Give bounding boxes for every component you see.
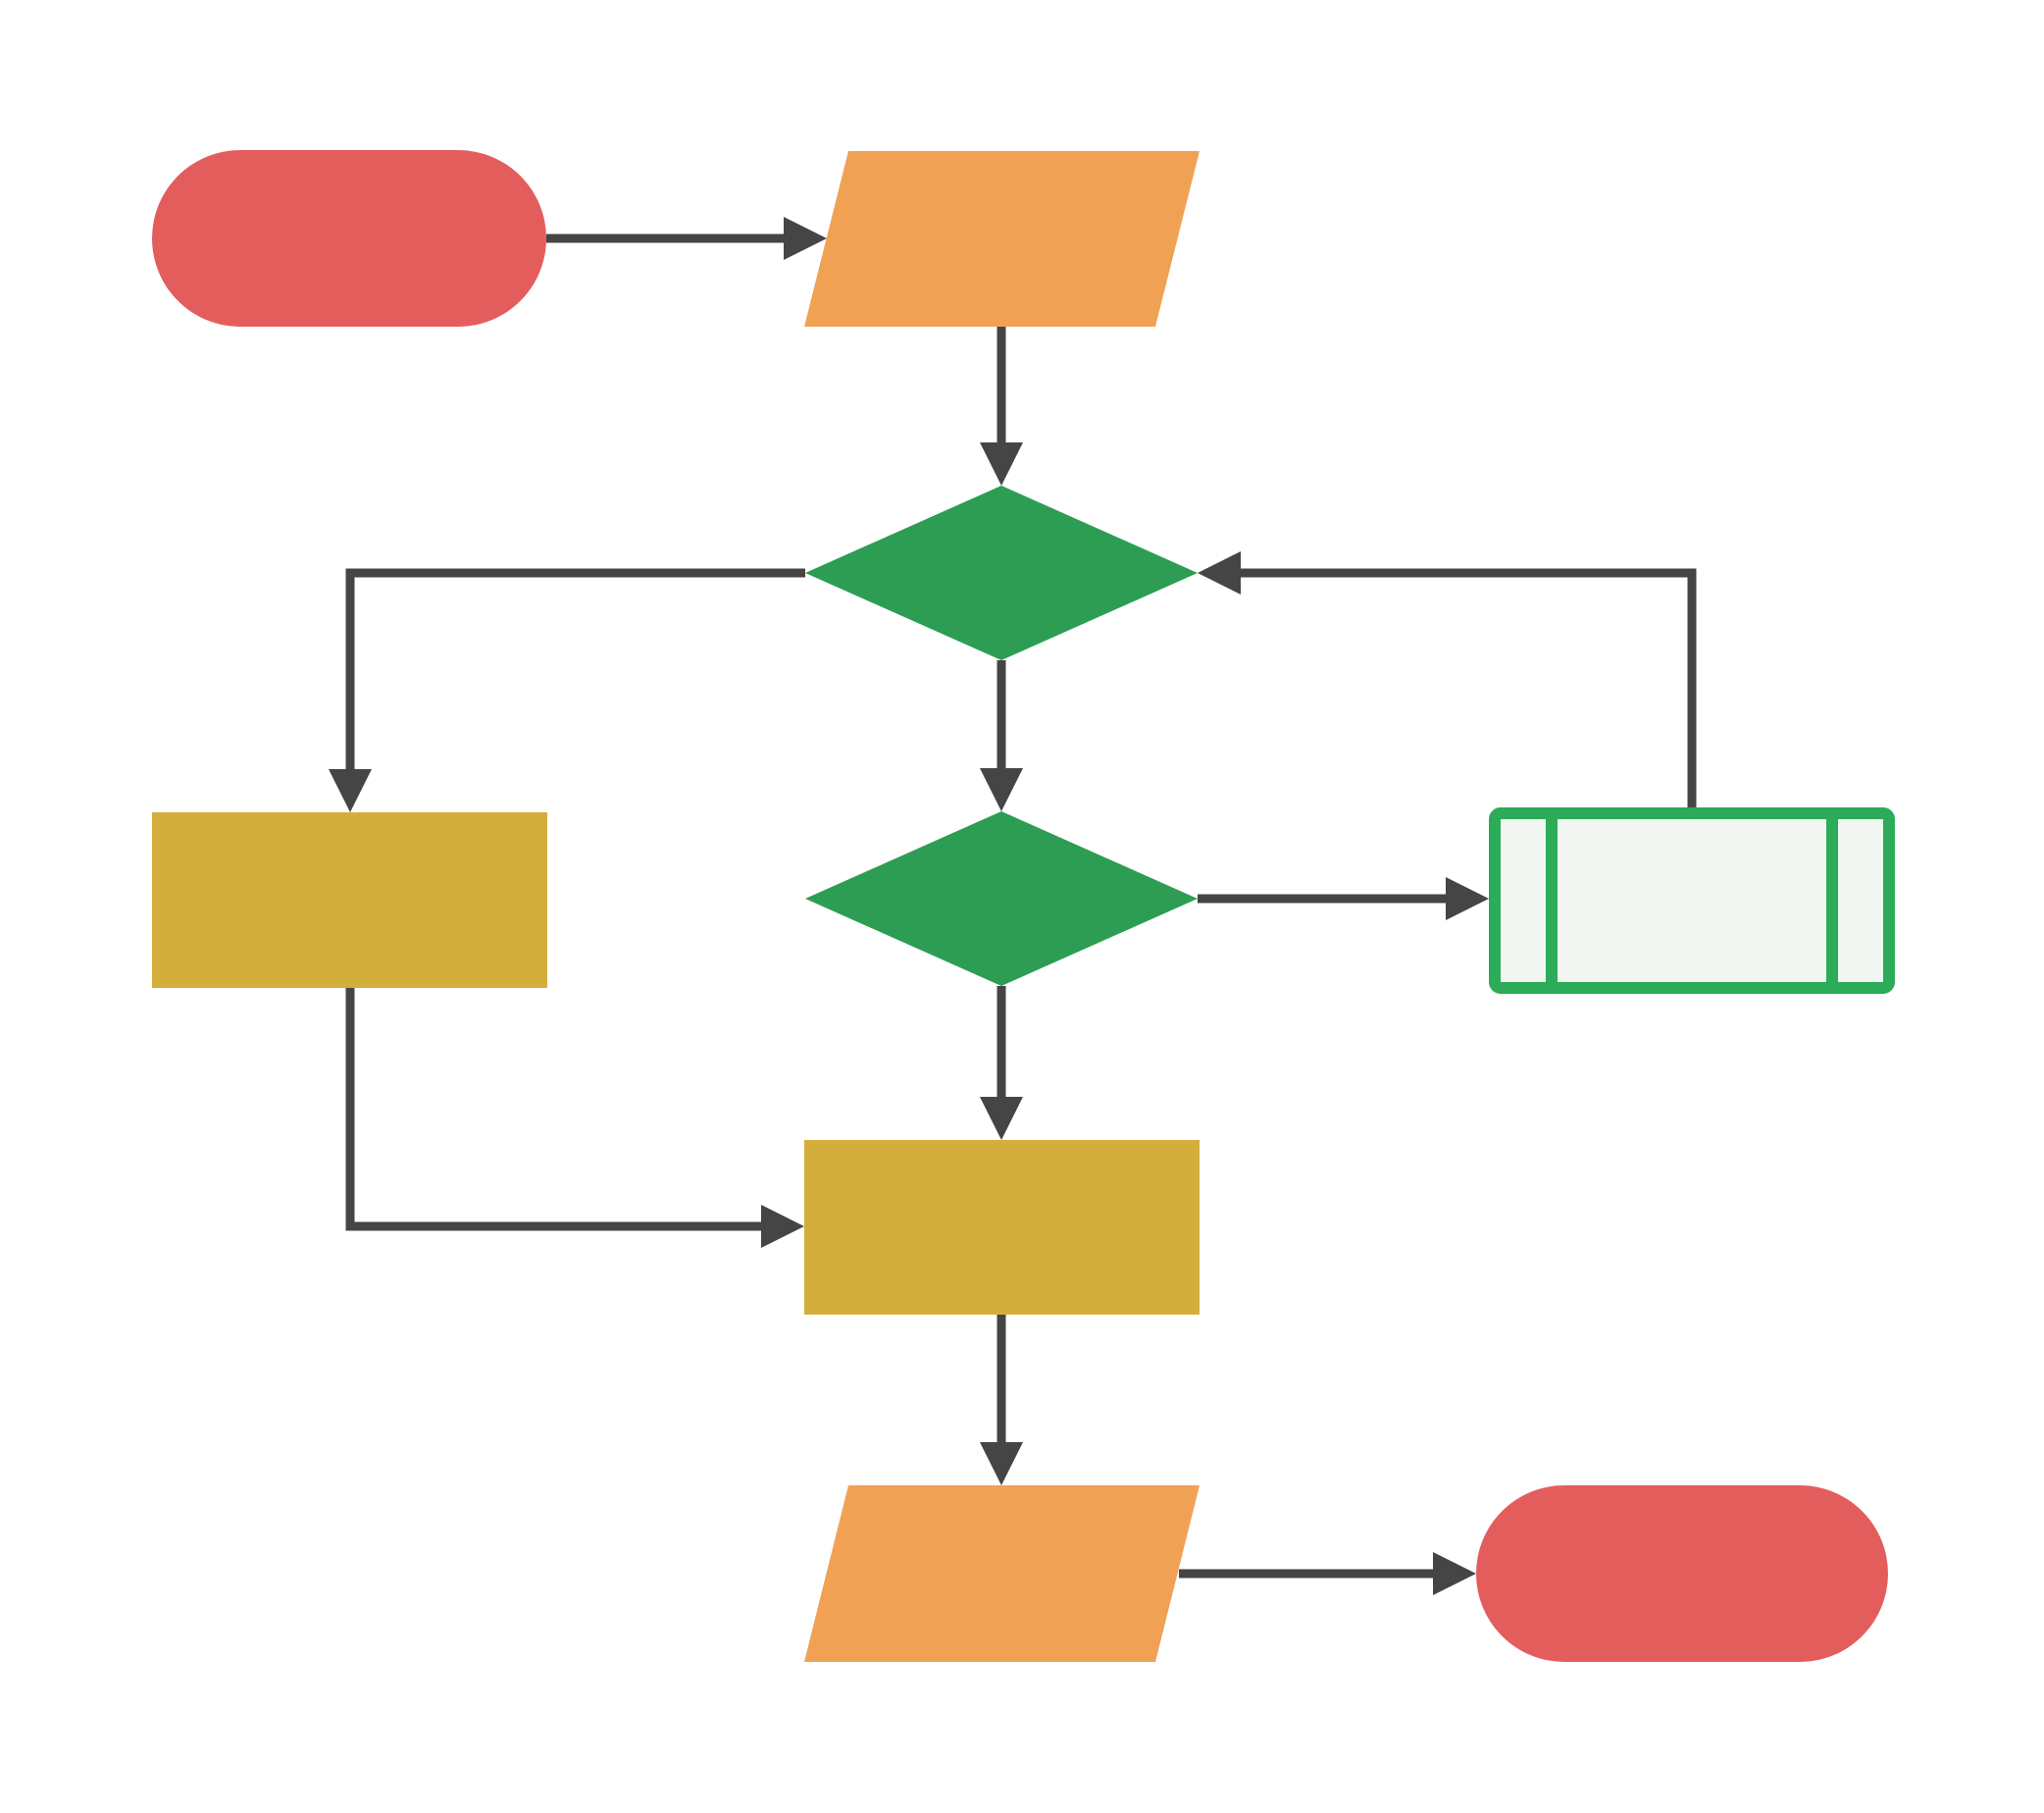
decision-shape xyxy=(805,486,1198,660)
decision-shape xyxy=(805,811,1198,986)
process-shape xyxy=(804,1140,1200,1315)
decision2-to-process-center-connector[interactable] xyxy=(980,986,1023,1140)
start-terminator-node[interactable] xyxy=(152,150,546,327)
start-to-input-connector[interactable] xyxy=(546,217,827,260)
terminator-shape xyxy=(152,150,546,327)
process-left-node[interactable] xyxy=(152,812,547,988)
arrowhead-icon xyxy=(784,217,827,260)
arrowhead-icon xyxy=(1433,1552,1476,1595)
decision2-to-predefined-connector[interactable] xyxy=(1198,877,1489,920)
arrowhead-icon xyxy=(980,768,1023,811)
predefined-process-right-node[interactable] xyxy=(1489,807,1895,994)
output-data-bottom-node[interactable] xyxy=(804,1485,1200,1662)
process-center-to-output-connector[interactable] xyxy=(980,1315,1023,1485)
arrowhead-icon xyxy=(329,769,372,812)
output-to-end-connector[interactable] xyxy=(1179,1552,1476,1595)
input-to-decision1-connector[interactable] xyxy=(980,327,1023,486)
predefined-to-decision1-connector[interactable] xyxy=(1198,551,1697,807)
connector-line xyxy=(345,988,767,1231)
decision-1-node[interactable] xyxy=(805,486,1198,660)
process-shape xyxy=(152,812,547,988)
process-center-node[interactable] xyxy=(804,1140,1200,1315)
arrowhead-icon xyxy=(1198,551,1241,595)
decision1-to-process-left-connector[interactable] xyxy=(329,568,805,812)
predefined-process-shape xyxy=(1489,807,1895,994)
arrowhead-icon xyxy=(1446,877,1489,920)
arrowhead-icon xyxy=(761,1205,804,1248)
arrowhead-icon xyxy=(980,442,1023,486)
terminator-shape xyxy=(1476,1485,1888,1662)
decision1-to-decision2-connector[interactable] xyxy=(980,660,1023,811)
arrowhead-icon xyxy=(980,1097,1023,1140)
connector-line xyxy=(1235,568,1697,807)
input-data-top-node[interactable] xyxy=(804,151,1200,327)
data-shape xyxy=(804,1485,1200,1662)
process-left-to-process-center-connector[interactable] xyxy=(345,988,804,1248)
arrowhead-icon xyxy=(980,1442,1023,1485)
decision-2-node[interactable] xyxy=(805,811,1198,986)
data-shape xyxy=(804,151,1200,327)
connector-line xyxy=(345,568,805,775)
end-terminator-node[interactable] xyxy=(1476,1485,1888,1662)
